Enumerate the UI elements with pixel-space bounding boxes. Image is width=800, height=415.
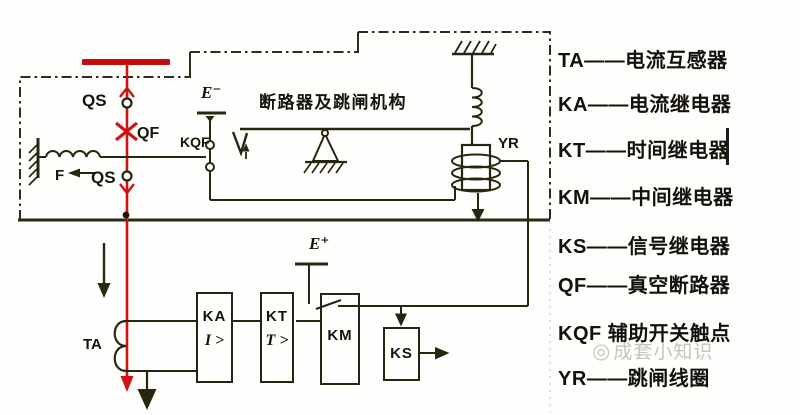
ks-label: KS	[390, 345, 413, 362]
legend-item-ta: TA——电流互感器	[558, 50, 728, 72]
qf-label: QF	[137, 125, 160, 142]
trip-mechanism	[231, 127, 470, 174]
relay-box-km: KM	[320, 293, 360, 385]
latch-arrow-icon	[242, 143, 250, 152]
yr-arrow-down-icon	[471, 209, 485, 222]
qs-disconnector-symbols	[121, 97, 133, 182]
km-label: KM	[327, 327, 353, 344]
legend-item-qf: QF——真空断路器	[558, 275, 731, 297]
text-cursor	[726, 128, 729, 165]
kqf-aux-contact	[205, 121, 455, 201]
ks-output-arrow-icon	[435, 347, 450, 360]
qf-cross-icon	[114, 121, 139, 142]
earth-hatching-right	[454, 40, 497, 54]
earth-hatching-left	[28, 143, 39, 186]
legend-item-ka: KA——电流继电器	[558, 94, 732, 116]
relay-box-kt: KT T >	[260, 292, 294, 383]
yr-trip-coil	[451, 143, 529, 306]
kt-label: KT	[266, 308, 288, 325]
watermark: ◎成套小知识	[592, 337, 713, 364]
junction-dot	[122, 211, 130, 219]
ta-ct-symbol	[113, 319, 197, 410]
ka-label: KA	[202, 308, 227, 325]
busbar	[82, 59, 170, 65]
e-plus-label: E⁺	[309, 234, 330, 253]
yr-label: YR	[498, 135, 519, 152]
pivot-triangle	[311, 131, 340, 162]
current-direction-arrow	[97, 243, 111, 298]
mechanism-title: 断路器及跳闸机构	[259, 93, 407, 112]
legend-item-kqf: KQF 辅助开关触点	[558, 323, 731, 345]
qs-lower-label: QS	[91, 168, 116, 187]
legend-item-kt: KT——时间继电器	[558, 140, 730, 162]
relay-box-ks: KS	[383, 327, 420, 381]
relay-wiring	[233, 262, 528, 360]
inductor-symbol	[45, 150, 101, 158]
feeder-arrow-down-icon	[120, 376, 134, 392]
enclosure-border	[18, 31, 551, 412]
ka-setting: I >	[204, 332, 225, 349]
ct-earth-arrow-icon	[137, 389, 157, 410]
f-arrow	[68, 168, 96, 178]
kqf-label: KQF	[180, 134, 210, 150]
earth-hatching-pivot	[303, 162, 344, 174]
kt-setting: T >	[265, 332, 289, 349]
e-minus-label: E⁻	[201, 83, 222, 102]
qs-upper-label: QS	[82, 91, 107, 110]
e-minus-terminal	[197, 111, 226, 122]
spring-symbol	[471, 87, 483, 127]
left-earth-and-coil	[28, 138, 206, 186]
ta-label: TA	[83, 336, 102, 353]
legend-item-yr: YR——跳闸线圈	[558, 368, 710, 390]
ks-input-arrow-icon	[395, 313, 407, 327]
watermark-text: 成套小知识	[613, 342, 714, 363]
f-label: F	[55, 167, 65, 184]
watermark-logo-icon: ◎	[592, 340, 612, 363]
legend-item-ks: KS——信号继电器	[558, 236, 731, 258]
latch-symbol	[231, 131, 249, 157]
relay-box-ka: KA I >	[196, 292, 233, 383]
right-earth-and-spring	[452, 40, 497, 145]
legend-item-km: KM——中间继电器	[558, 187, 734, 209]
